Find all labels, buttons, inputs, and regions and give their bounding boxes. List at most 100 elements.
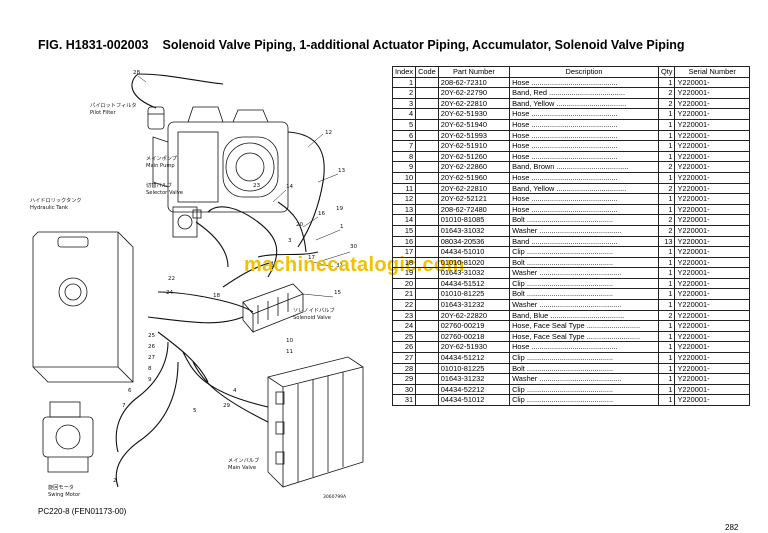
row-code xyxy=(415,352,439,364)
row-part-number: 20Y-62-51960 xyxy=(437,171,511,184)
row-part-number: 20Y-62-22790 xyxy=(437,87,511,99)
row-description: Bolt ...................................… xyxy=(509,362,659,375)
row-qty: 1 xyxy=(657,267,676,279)
row-part-number: 20Y-62-22820 xyxy=(437,309,511,322)
row-index: 19 xyxy=(391,267,417,279)
row-description: Band, Red ..............................… xyxy=(509,87,659,99)
row-part-number: 01010-81225 xyxy=(437,288,511,301)
header-description: Description xyxy=(509,66,659,78)
row-serial-number: Y220001- xyxy=(674,320,750,332)
pilot-filter-label: Pilot Filter xyxy=(90,110,116,116)
callout-number: 2 xyxy=(113,478,117,484)
row-serial-number: Y220001- xyxy=(674,235,750,248)
row-part-number: 04434-51010 xyxy=(437,246,511,258)
row-index: 23 xyxy=(391,309,417,322)
row-part-number: 04434-51212 xyxy=(437,352,511,364)
row-description: Hose, Face Seal Type ...................… xyxy=(509,330,659,343)
row-part-number: 20Y-62-51930 xyxy=(437,108,511,120)
row-serial-number: Y220001- xyxy=(674,118,750,131)
header-code: Code xyxy=(415,66,439,78)
hose-lines xyxy=(115,73,325,488)
row-serial-number: Y220001- xyxy=(674,277,750,290)
row-description: Clip ...................................… xyxy=(509,352,659,364)
row-qty: 2 xyxy=(657,309,676,322)
row-code xyxy=(415,394,439,406)
row-part-number: 01643-31232 xyxy=(437,373,511,385)
row-serial-number: Y220001- xyxy=(674,150,750,163)
row-serial-number: Y220001- xyxy=(674,214,750,226)
row-code xyxy=(415,246,439,258)
row-part-number: 02760-00219 xyxy=(437,320,511,332)
row-description: Clip ...................................… xyxy=(509,246,659,258)
row-qty: 1 xyxy=(657,373,676,385)
callout-number: 15 xyxy=(334,290,342,296)
row-index: 31 xyxy=(391,394,417,406)
row-index: 3 xyxy=(391,97,417,110)
row-index: 18 xyxy=(391,256,417,269)
row-serial-number: Y220001- xyxy=(674,182,750,195)
row-part-number: 04434-51512 xyxy=(437,277,511,290)
callout-number: 10 xyxy=(286,338,294,344)
row-part-number: 20Y-62-22810 xyxy=(437,97,511,110)
callout-number: 18 xyxy=(213,293,221,299)
row-serial-number: Y220001- xyxy=(674,171,750,184)
row-index: 9 xyxy=(391,161,417,173)
row-code xyxy=(415,277,439,290)
row-serial-number: Y220001- xyxy=(674,161,750,173)
row-description: Hose ...................................… xyxy=(509,150,659,163)
drawing-number: 3060799A xyxy=(323,494,347,500)
selector-valve-label: Selector Valve xyxy=(146,190,183,196)
row-serial-number: Y220001- xyxy=(674,203,750,216)
row-index: 5 xyxy=(391,118,417,131)
solenoid-valve-label-jp: ソレノイドバルブ xyxy=(293,306,335,314)
row-qty: 1 xyxy=(657,129,676,142)
callout-number: 1 xyxy=(340,224,344,230)
row-qty: 1 xyxy=(657,341,676,354)
swing-motor-label-jp: 旋回モータ xyxy=(48,483,74,491)
row-qty: 2 xyxy=(657,87,676,99)
row-serial-number: Y220001- xyxy=(674,267,750,279)
row-serial-number: Y220001- xyxy=(674,87,750,99)
row-code xyxy=(415,330,439,343)
row-serial-number: Y220001- xyxy=(674,383,750,396)
callout-number: 24 xyxy=(166,290,174,296)
row-code xyxy=(415,182,439,195)
row-code xyxy=(415,235,439,248)
row-qty: 1 xyxy=(657,256,676,269)
row-code xyxy=(415,171,439,184)
callout-number: 27 xyxy=(148,355,156,361)
row-qty: 1 xyxy=(657,288,676,301)
row-index: 13 xyxy=(391,203,417,216)
callout-number: 23 xyxy=(253,183,261,189)
row-serial-number: Y220001- xyxy=(674,224,750,237)
main-pump-label: Main Pump xyxy=(146,163,175,169)
row-description: Hose ...................................… xyxy=(509,129,659,142)
row-code xyxy=(415,193,439,205)
selector-valve-label-jp: 切替バルブ xyxy=(146,181,172,189)
callout-number: 12 xyxy=(325,130,332,136)
callout-number: 6 xyxy=(128,388,132,394)
row-description: Clip ...................................… xyxy=(509,383,659,396)
row-index: 17 xyxy=(391,246,417,258)
row-qty: 2 xyxy=(657,161,676,173)
row-serial-number: Y220001- xyxy=(674,309,750,322)
row-index: 22 xyxy=(391,299,417,311)
row-index: 8 xyxy=(391,150,417,163)
row-serial-number: Y220001- xyxy=(674,373,750,385)
row-index: 14 xyxy=(391,214,417,226)
row-index: 30 xyxy=(391,383,417,396)
row-serial-number: Y220001- xyxy=(674,76,750,89)
